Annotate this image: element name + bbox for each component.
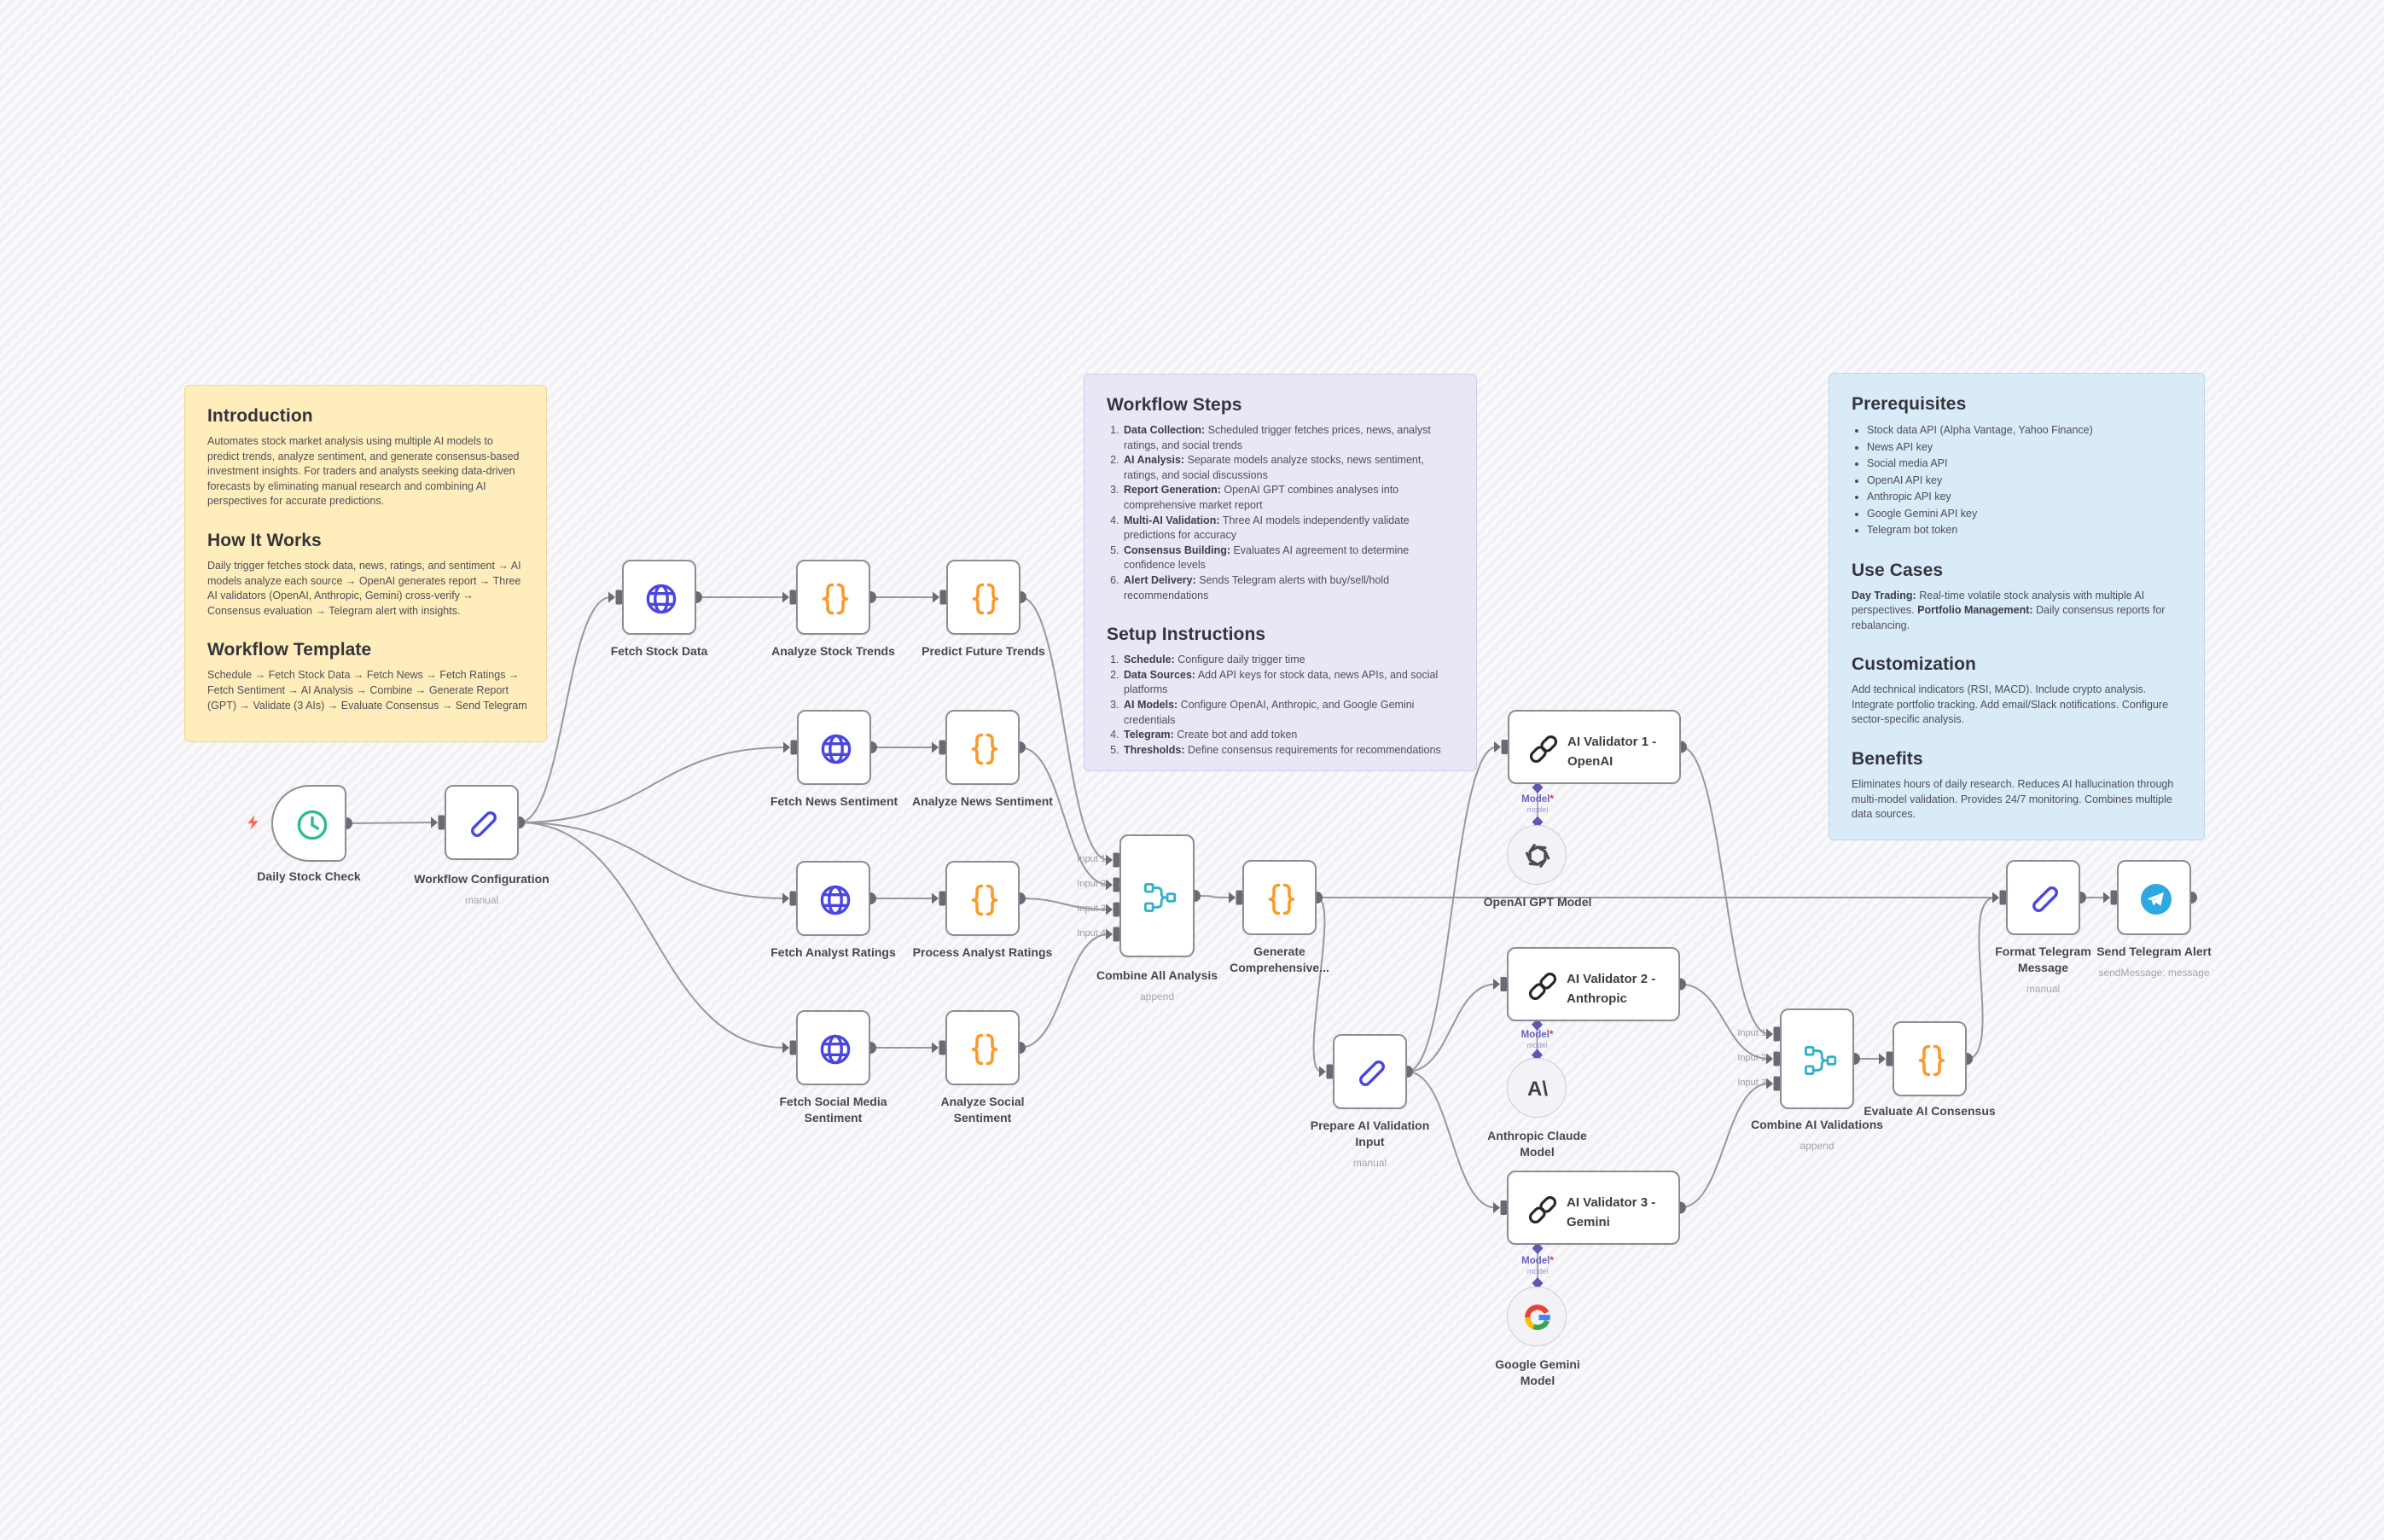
svg-text:A\: A\ — [1527, 1078, 1548, 1101]
